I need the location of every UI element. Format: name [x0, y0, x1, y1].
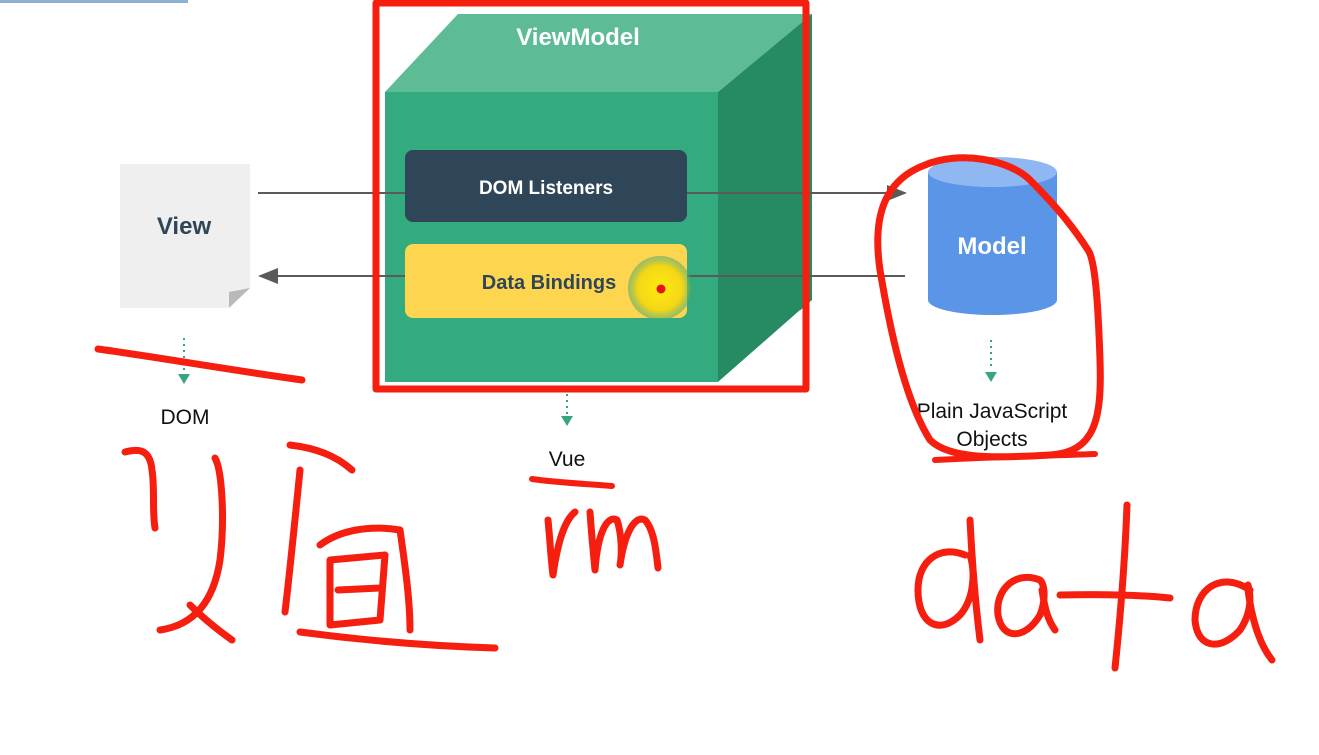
dom-listeners-box: DOM Listeners [405, 150, 687, 222]
cube-top-face [385, 14, 812, 92]
dotted-arrow-dom [178, 338, 190, 384]
data-bindings-box: Data Bindings [405, 244, 687, 318]
caption-model-line1: Plain JavaScript [917, 400, 1068, 423]
viewmodel-title: ViewModel [516, 24, 640, 51]
cube-corner-fold [718, 310, 800, 382]
data-bindings-label: Data Bindings [482, 272, 616, 294]
annotation-underline-model [932, 451, 1098, 463]
annotation-underline-vue [529, 476, 615, 489]
dotted-arrow-vue [561, 394, 573, 426]
cube-corner-fold-top [377, 4, 420, 50]
caption-dom: DOM [161, 406, 210, 429]
annotation-box-viewmodel [372, 0, 810, 393]
red-annotations [94, 0, 1276, 672]
caption-model-line2: Objects [956, 428, 1027, 451]
annotation-circle-model [874, 154, 1104, 461]
view-document: View [120, 164, 250, 308]
viewmodel-cube: ViewModel [377, 4, 812, 382]
model-label: Model [957, 233, 1026, 260]
cube-front-face [385, 92, 718, 382]
cursor-highlight [628, 256, 692, 320]
model-database: Model [928, 157, 1057, 315]
window-title-bar-strip [0, 0, 188, 3]
annotation-hanzi [121, 441, 499, 652]
annotation-vm [544, 508, 662, 579]
annotation-data [914, 501, 1276, 672]
annotation-underline-view [94, 345, 306, 384]
view-label: View [157, 213, 212, 240]
dom-listeners-label: DOM Listeners [479, 178, 613, 199]
dotted-arrow-model [985, 340, 997, 382]
cube-side-face [718, 14, 812, 382]
caption-vue: Vue [549, 448, 586, 471]
